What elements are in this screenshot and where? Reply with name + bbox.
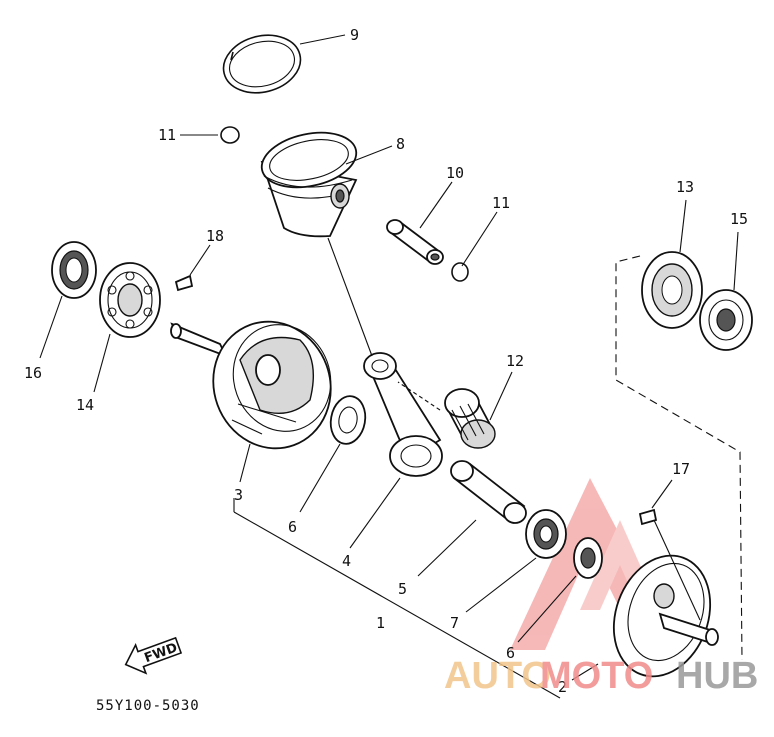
callout-15: 15	[730, 210, 748, 228]
circlip-right	[451, 262, 469, 282]
oil-seal-left	[51, 241, 97, 299]
callout-1: 1	[376, 614, 385, 632]
callout-6-right: 6	[506, 644, 515, 662]
callout-9: 9	[350, 26, 359, 44]
thrust-washer-right	[573, 537, 603, 579]
callout-7: 7	[450, 614, 459, 632]
bearing-left	[99, 262, 161, 338]
woodruff-key-right	[638, 508, 658, 526]
callout-16: 16	[24, 364, 42, 382]
callout-10: 10	[446, 164, 464, 182]
bearing-right	[641, 251, 703, 329]
callout-14: 14	[76, 396, 94, 414]
watermark-auto: AUTO	[444, 655, 551, 697]
circlip-top	[220, 126, 240, 144]
woodruff-key	[174, 274, 194, 292]
callout-5: 5	[398, 580, 407, 598]
callout-13: 13	[676, 178, 694, 196]
piston-pin	[386, 219, 444, 265]
callout-8: 8	[396, 135, 405, 153]
callout-3: 3	[234, 486, 243, 504]
callout-12: 12	[506, 352, 524, 370]
watermark-text: AUTO MOTO HUB	[444, 655, 758, 697]
leader-lines	[39, 34, 743, 699]
crank-right	[612, 554, 719, 678]
callout-6-left: 6	[288, 518, 297, 536]
piston-ring	[222, 34, 302, 94]
oil-seal-right	[699, 289, 753, 351]
callout-11-top: 11	[158, 126, 176, 144]
crank-pin	[450, 460, 527, 524]
crank-left	[170, 320, 332, 450]
needle-bearing-small-end	[444, 388, 496, 449]
watermark-moto: MOTO	[540, 655, 653, 697]
forward-arrow: FWD	[124, 636, 183, 675]
callout-17: 17	[672, 460, 690, 478]
callout-11-right: 11	[492, 194, 510, 212]
piston	[260, 131, 358, 238]
watermark-hub: HUB	[676, 655, 758, 697]
callout-2: 2	[558, 678, 567, 696]
callout-labels: 9 11 8 10 11 18 16 14 3 6 4 5 1 7 6 12 1…	[24, 26, 748, 696]
part-code: 55Y100-5030	[96, 698, 200, 714]
needle-bearing-big-end	[525, 509, 567, 559]
callout-4: 4	[342, 552, 351, 570]
callout-18: 18	[206, 227, 224, 245]
connecting-rod	[363, 352, 443, 477]
thrust-washer-left	[329, 395, 367, 445]
